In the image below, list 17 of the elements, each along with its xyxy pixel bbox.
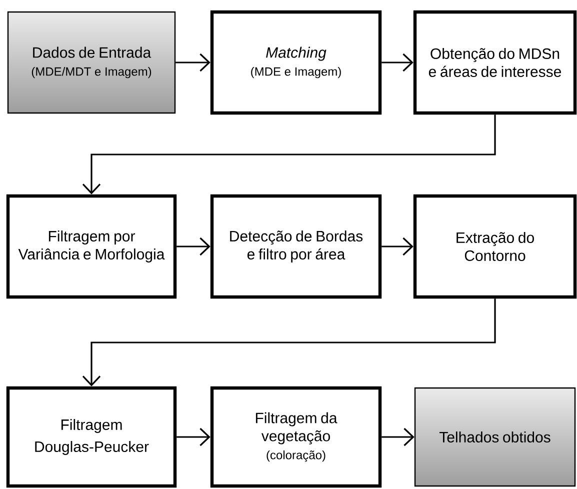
arrow <box>382 237 414 256</box>
process-box: Filtragem por Variância e Morfologia <box>6 194 177 299</box>
process-box: Obtenção do MDSn e áreas de interesse <box>413 10 577 115</box>
output-box: Telhados obtidos <box>414 387 576 487</box>
process-box: Detecção de Bordas e filtro por área <box>210 194 382 299</box>
process-box: Extração do Contorno <box>413 194 577 299</box>
arrow <box>176 237 210 256</box>
arrow <box>82 298 496 386</box>
arrow <box>382 53 414 72</box>
process-box: Filtragem da vegetação (coloração) <box>210 386 382 488</box>
arrow <box>382 428 414 446</box>
arrow <box>82 114 496 194</box>
arrow <box>176 53 210 72</box>
process-box: Filtragem Douglas-Peucker <box>6 386 177 488</box>
input-box: Dados de Entrada (MDE/MDT e Imagem) <box>7 11 176 114</box>
arrow <box>176 428 210 446</box>
process-box: Matching (MDE e Imagem) <box>210 10 382 115</box>
